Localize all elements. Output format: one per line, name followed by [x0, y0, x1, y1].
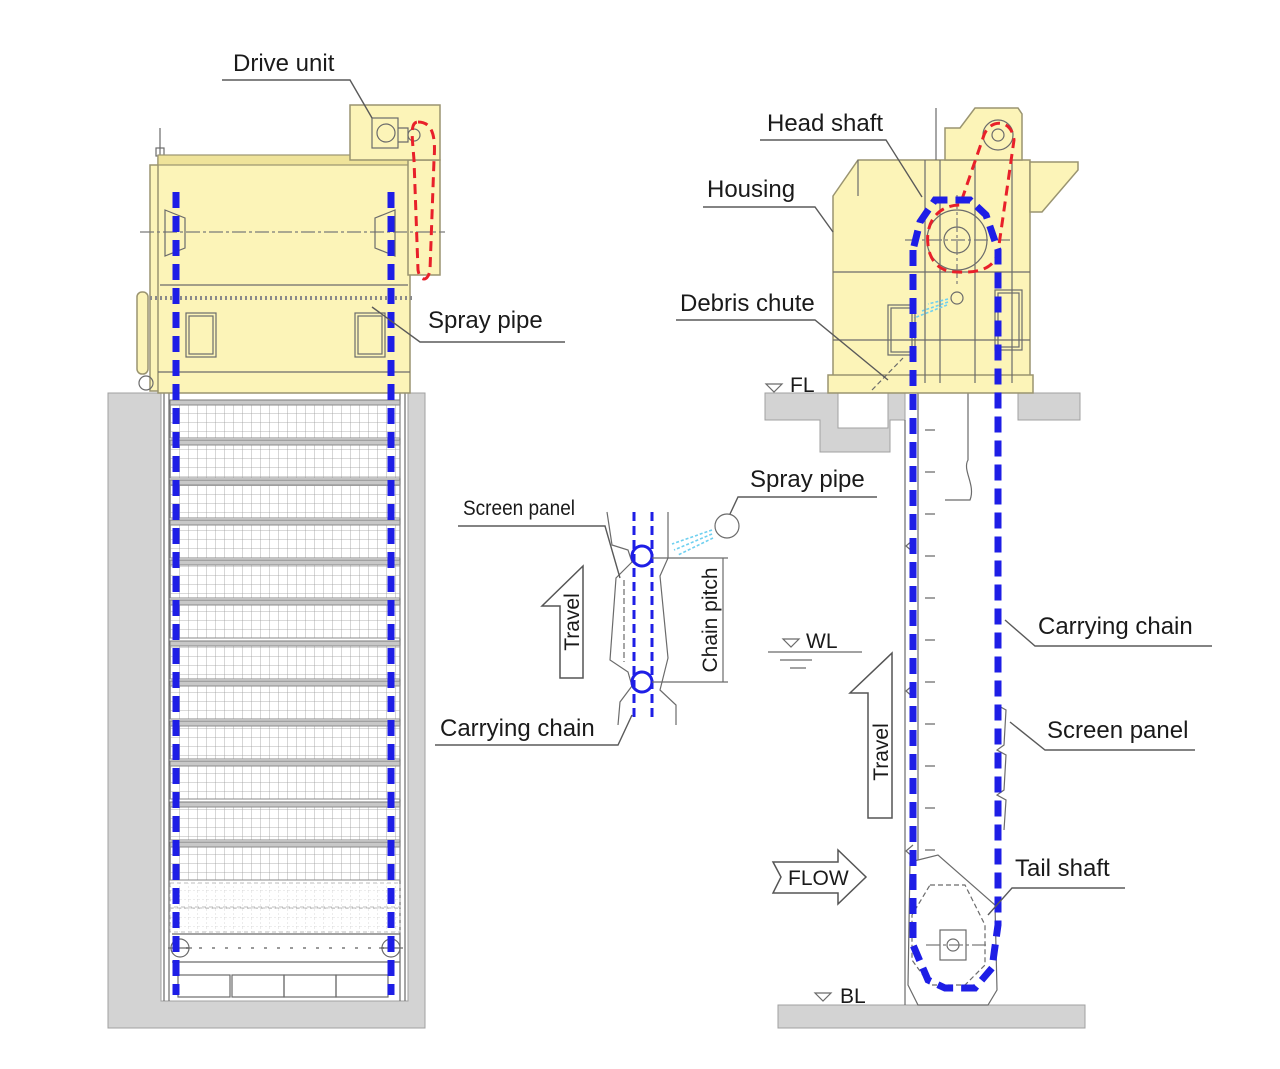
front-screen-panel-hidden: [169, 907, 401, 933]
head-shaft-label: Head shaft: [767, 110, 883, 137]
water-surface-icon: [768, 651, 862, 669]
front-screen-panel: [169, 519, 401, 559]
side-drive-bracket: [1029, 161, 1079, 213]
side-inspection-window-right: [994, 289, 1023, 351]
detail-spray-pipe-label: Spray pipe: [750, 466, 865, 493]
side-floor-ground-right: [1017, 392, 1081, 421]
detail-travel-arrow: [540, 564, 584, 679]
level-markers: [764, 383, 862, 1002]
front-housing: [136, 104, 445, 394]
side-screen-panels: [995, 704, 1007, 831]
drive-unit-label: Drive unit: [233, 50, 335, 77]
front-screen-panels: [169, 399, 401, 933]
labels: Drive unit Spray pipe Head shaft Housing…: [233, 50, 1193, 1008]
side-housing: [827, 107, 1079, 394]
front-screen-panel: [169, 680, 401, 720]
detail-spray-pipe: [714, 513, 740, 539]
detail-spray-jet: [671, 529, 714, 556]
front-screen-panel: [169, 720, 401, 760]
chain-pitch-label: Chain pitch: [699, 567, 722, 672]
detail-travel-label: Travel: [561, 593, 584, 651]
bottom-level-marker-icon: [813, 992, 833, 1002]
detail-screen-panel-outline: [606, 511, 633, 726]
bottom-seal-block: [177, 974, 231, 998]
side-view: [764, 107, 1086, 1029]
front-drive-bracket: [407, 159, 441, 276]
side-carrying-chain-loop: [909, 196, 1002, 992]
side-channel: [904, 393, 972, 1005]
detail-carrying-chain-label: Carrying chain: [440, 715, 595, 742]
front-view: [107, 104, 445, 1029]
side-floor-ground: [764, 392, 906, 453]
detail-chain-link: [630, 544, 654, 568]
side-screen-panel-label: Screen panel: [1047, 717, 1188, 744]
water-level-label: WL: [806, 630, 838, 653]
front-screen-panel: [169, 439, 401, 479]
tail-shaft-assembly: [907, 854, 998, 1006]
front-bearing-right: [374, 209, 396, 257]
side-travel-arrow: [848, 651, 893, 819]
bottom-seal-block: [335, 974, 389, 998]
front-screen-panel: [169, 559, 401, 599]
side-drive-chain: [926, 121, 1016, 274]
housing-label: Housing: [707, 176, 795, 203]
front-screen-panel: [169, 841, 401, 881]
front-screen-panel: [169, 599, 401, 639]
bottom-level-label: BL: [840, 985, 866, 1008]
water-level-marker-icon: [781, 638, 801, 648]
front-tail-sprocket-assembly: [168, 933, 403, 998]
side-travel-label: Travel: [870, 723, 893, 781]
flow-arrow: [771, 848, 868, 906]
front-screen-panel: [169, 640, 401, 680]
floor-level-label: FL: [790, 374, 815, 397]
floor-level-marker-icon: [764, 383, 784, 393]
detail-view: [540, 511, 740, 726]
leader-lines: [222, 79, 1212, 916]
front-spray-header: [136, 291, 149, 375]
bottom-seal-block: [231, 974, 285, 998]
detail-screen-panel-label: Screen panel: [463, 497, 575, 520]
debris-chute-label: Debris chute: [680, 290, 815, 317]
side-bottom-ground: [777, 1004, 1086, 1029]
front-housing-body: [157, 157, 411, 394]
drive-motor-icon: [371, 117, 421, 149]
front-drive-chain: [410, 120, 436, 281]
side-spray-jet: [913, 298, 949, 319]
front-screen-panel: [169, 801, 401, 841]
front-screen-panel: [169, 479, 401, 519]
front-screen-panel: [169, 760, 401, 800]
front-inspection-window-right: [354, 312, 386, 358]
side-housing-base: [827, 374, 1034, 394]
chain-pitch-dimension: [652, 557, 728, 683]
front-inspection-window-left: [185, 312, 217, 358]
bottom-seal-block: [283, 974, 337, 998]
front-spray-pipe-label: Spray pipe: [428, 307, 543, 334]
side-spray-nozzle: [950, 291, 964, 305]
front-screen-panel: [169, 399, 401, 439]
side-carrying-chain-label: Carrying chain: [1038, 613, 1193, 640]
front-screen-panel-hidden: [169, 882, 401, 908]
tail-shaft-label: Tail shaft: [1015, 855, 1110, 882]
flow-label: FLOW: [788, 867, 849, 890]
front-bearing-left: [164, 209, 186, 257]
